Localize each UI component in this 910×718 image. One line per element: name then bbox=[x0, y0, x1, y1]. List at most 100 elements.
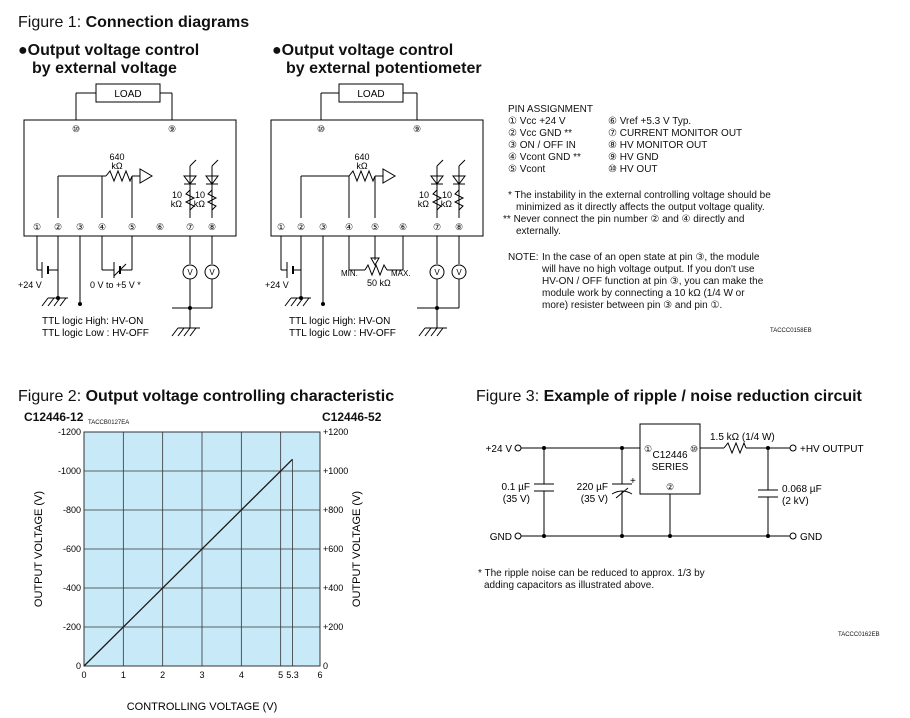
pin6-label-right: ⑥ bbox=[399, 222, 407, 232]
r10-b-value: 10 bbox=[195, 190, 205, 200]
pin4-label: ④ bbox=[98, 222, 106, 232]
y-tick-right-2: +400 bbox=[323, 583, 343, 593]
fig3-note-line1: * The ripple noise can be reduced to app… bbox=[478, 568, 705, 579]
x-tick-7: 6 bbox=[317, 670, 322, 680]
c2-polarity: + bbox=[630, 476, 636, 487]
c3-value: 0.068 µF bbox=[782, 484, 822, 495]
footnote-star1-line2: minimized as it directly affects the out… bbox=[516, 202, 765, 213]
c1-voltage: (35 V) bbox=[503, 494, 530, 505]
fig1-code: TACCC0158EB bbox=[770, 328, 812, 334]
c2-voltage: (35 V) bbox=[581, 494, 608, 505]
pin-assign-10: ⑩ HV OUT bbox=[608, 164, 658, 175]
fig3-gnd-right-label: GND bbox=[800, 532, 822, 543]
pin-assignment-left: ① Vcc +24 V ② Vcc GND ** ③ ON / OFF IN ④… bbox=[508, 116, 581, 176]
pin-assignment-title: PIN ASSIGNMENT bbox=[508, 104, 594, 115]
y-tick-right-1: +200 bbox=[323, 622, 343, 632]
r10-b-unit: kΩ bbox=[194, 199, 206, 209]
fig2-right-model: C12446-52 bbox=[322, 410, 382, 424]
pin-assign-2: ② Vcc GND ** bbox=[508, 128, 572, 139]
x-axis-label: CONTROLLING VOLTAGE (V) bbox=[127, 701, 278, 713]
pin-assign-3: ③ ON / OFF IN bbox=[508, 140, 576, 151]
module-pin10: ⑩ bbox=[690, 444, 698, 454]
fig3-title-prefix: Figure 3: bbox=[476, 388, 544, 405]
ripple-reduction-circuit: +24 V GND 0.1 µF (35 V) 220 µF (35 V) + … bbox=[486, 423, 864, 543]
fig3-code: TACCC0162EB bbox=[838, 632, 880, 638]
pin8-label: ⑧ bbox=[208, 222, 216, 232]
ttl-low-label: TTL logic Low : HV-OFF bbox=[42, 328, 149, 339]
note-line4: module work by connecting a 10 kΩ (1/4 W… bbox=[542, 288, 745, 299]
module-pin2: ② bbox=[666, 482, 674, 492]
pot-max-label: MAX. bbox=[391, 269, 411, 278]
left-connection-diagram: LOAD ⑩ ⑨ 640 kΩ 10 kΩ 10 kΩ ① ② ③ ④ ⑤ ⑥ … bbox=[18, 83, 237, 339]
pin9-label-right: ⑨ bbox=[413, 124, 421, 134]
note-label: NOTE: bbox=[508, 252, 539, 263]
note-line5: more) resister between pin ③ and pin ①. bbox=[542, 300, 723, 311]
fig1-right-subtitle-1: ●Output voltage control bbox=[272, 42, 454, 59]
supply-24v-label: +24 V bbox=[18, 280, 42, 290]
footnote-star1: * The instability in the external contro… bbox=[508, 190, 771, 202]
y-tick-right-6: +1200 bbox=[323, 427, 348, 437]
x-tick-6: 5.3 bbox=[286, 670, 299, 680]
r640-value-right: 640 bbox=[354, 152, 369, 162]
module-pin1: ① bbox=[644, 444, 652, 454]
x-tick-1: 1 bbox=[121, 670, 126, 680]
r10-b-unit-right: kΩ bbox=[441, 199, 453, 209]
footnote-star2: ** Never connect the pin number ② and ④ … bbox=[503, 214, 744, 226]
c1-value: 0.1 µF bbox=[501, 482, 530, 493]
pin-assign-7: ⑦ CURRENT MONITOR OUT bbox=[608, 128, 743, 139]
r10-b-value-right: 10 bbox=[442, 190, 452, 200]
y-tick-left-4: -800 bbox=[63, 505, 81, 515]
series-line-0 bbox=[83, 458, 293, 667]
pin-assignment-right: ⑥ Vref +5.3 V Typ. ⑦ CURRENT MONITOR OUT… bbox=[608, 116, 742, 176]
fig2-left-model: C12446-12 bbox=[24, 410, 84, 424]
pin10-label-right: ⑩ bbox=[317, 124, 325, 134]
r640-value: 640 bbox=[109, 152, 124, 162]
y-tick-left-3: -600 bbox=[63, 544, 81, 554]
x-tick-3: 3 bbox=[199, 670, 204, 680]
pin4-label-right: ④ bbox=[345, 222, 353, 232]
pin10-label: ⑩ bbox=[72, 124, 80, 134]
load-label: LOAD bbox=[114, 89, 141, 100]
resistor-label: 1.5 kΩ (1/4 W) bbox=[710, 432, 775, 443]
pin2-label-right: ② bbox=[297, 222, 305, 232]
module-series: SERIES bbox=[652, 462, 689, 473]
y-tick-left-2: -400 bbox=[63, 583, 81, 593]
meter-v-8: V bbox=[209, 268, 215, 277]
r10-a-value: 10 bbox=[172, 190, 182, 200]
right-connection-diagram: LOAD ⑩ ⑨ 640 kΩ 10 kΩ 10 kΩ ① ② ③ ④ ⑤ ⑥ … bbox=[265, 83, 484, 339]
y-tick-right-4: +800 bbox=[323, 505, 343, 515]
note-line2: will have no high voltage output. If you… bbox=[542, 264, 755, 275]
control-range-label: 0 V to +5 V * bbox=[90, 280, 141, 290]
pin2-label: ② bbox=[54, 222, 62, 232]
chart-series bbox=[83, 458, 293, 667]
pin5-label: ⑤ bbox=[128, 222, 136, 232]
note-line3: HV-ON / OFF function at pin ③, you can m… bbox=[542, 276, 764, 287]
pin1-label-right: ① bbox=[277, 222, 285, 232]
ttl-low-label-right: TTL logic Low : HV-OFF bbox=[289, 328, 396, 339]
meter-v-7: V bbox=[187, 268, 193, 277]
fig1-left-subtitle-2: by external voltage bbox=[32, 60, 177, 77]
module-box bbox=[23, 119, 237, 237]
pin9-label: ⑨ bbox=[168, 124, 176, 134]
ttl-high-label: TTL logic High: HV-ON bbox=[42, 316, 143, 327]
y-tick-left-1: -200 bbox=[63, 622, 81, 632]
pin-assign-4: ④ Vcont GND ** bbox=[508, 152, 581, 163]
fig3-gnd-left-label: GND bbox=[490, 532, 512, 543]
pin-assign-1: ① Vcc +24 V bbox=[508, 116, 566, 127]
supply-24v-label-right: +24 V bbox=[265, 280, 289, 290]
y-tick-right-5: +1000 bbox=[323, 466, 348, 476]
ttl-high-label-right: TTL logic High: HV-ON bbox=[289, 316, 390, 327]
x-tick-4: 4 bbox=[239, 670, 244, 680]
note-line1: In the case of an open state at pin ③, t… bbox=[542, 252, 760, 263]
meter-v-8-right: V bbox=[456, 268, 462, 277]
pin6-label: ⑥ bbox=[156, 222, 164, 232]
hv-output-label: +HV OUTPUT bbox=[800, 444, 864, 455]
fig2-title-bold: Output voltage controlling characteristi… bbox=[85, 388, 395, 405]
pin7-label-right: ⑦ bbox=[433, 222, 441, 232]
c3-voltage: (2 kV) bbox=[782, 496, 809, 507]
footnote-star2-line2: externally. bbox=[516, 226, 561, 237]
y-tick-labels-right: 0+200+400+600+800+1000+1200 bbox=[323, 427, 348, 671]
x-tick-5: 5 bbox=[278, 670, 283, 680]
fig1-title-bold: Connection diagrams bbox=[85, 14, 250, 31]
fig3-title-bold: Example of ripple / noise reduction circ… bbox=[543, 388, 862, 405]
